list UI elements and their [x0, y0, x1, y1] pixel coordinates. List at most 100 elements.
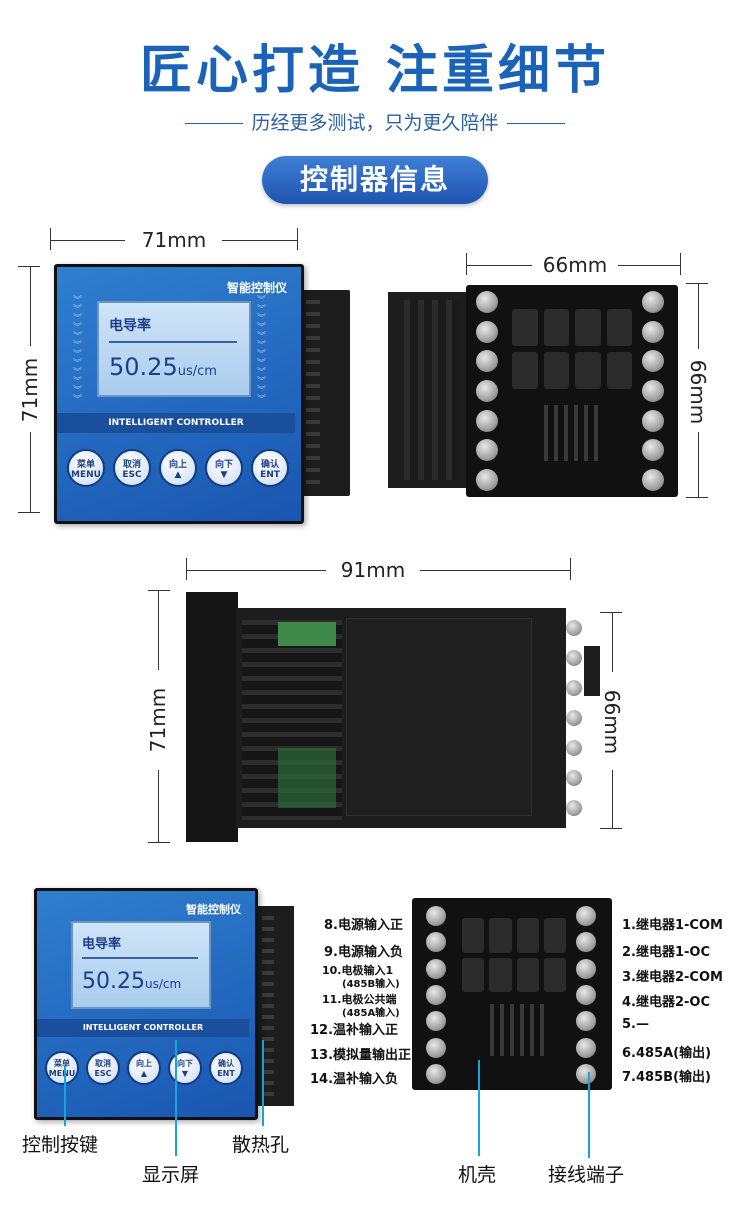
side-length-label: 91mm	[340, 558, 406, 582]
down-button[interactable]: 向下▼	[168, 1051, 202, 1085]
socket	[543, 352, 569, 389]
dim-line	[158, 770, 159, 842]
socket	[489, 918, 512, 953]
vent-slots	[262, 916, 274, 1096]
down-button[interactable]: 向下▼	[205, 449, 243, 487]
terminal-screw	[576, 906, 596, 926]
leader-line	[478, 1060, 480, 1156]
button-label: 向上	[168, 460, 187, 470]
callout-control-keys: 控制按键	[22, 1134, 99, 1156]
dim-tick	[686, 283, 708, 284]
brand-label: 智能控制仪	[186, 903, 241, 916]
label-recess	[346, 618, 532, 816]
chevron-decor-icon: ︾︾︾︾︾︾︾︾︾︾︾︾	[257, 296, 267, 405]
dim-line	[186, 570, 326, 571]
terminal-label-2: 2.继电器1-OC	[622, 945, 711, 960]
rear-panel	[466, 285, 678, 497]
dim-line	[30, 432, 31, 512]
leader-line	[588, 1072, 590, 1158]
terminal-screw	[566, 650, 582, 666]
terminal-screw	[476, 291, 498, 313]
terminal-label-3: 3.继电器2-COM	[622, 970, 723, 985]
terminal-screw	[576, 932, 596, 953]
socket	[543, 918, 566, 953]
terminal-label-11-sub: (485A输入)	[342, 1008, 400, 1019]
terminal-screw	[642, 468, 664, 491]
socket	[606, 309, 632, 346]
terminal-label-8: 8.电源输入正	[324, 918, 403, 933]
dim-tick	[18, 266, 40, 267]
callout-display: 显示屏	[142, 1164, 200, 1186]
callout-vents: 散热孔	[232, 1134, 290, 1156]
lcd-title: 电导率	[109, 318, 151, 334]
button-label: 菜单	[54, 1059, 70, 1068]
dim-tick	[148, 842, 170, 843]
terminal-screw	[476, 409, 498, 432]
leader-line	[64, 1066, 66, 1126]
divider	[185, 123, 244, 124]
button-sublabel: ENT	[260, 470, 280, 480]
button-label: 向下	[177, 1059, 193, 1068]
socket	[516, 957, 539, 992]
divider	[506, 123, 565, 124]
dim-tick	[570, 558, 571, 580]
hero-subtitle: 历经更多测试，只为更久陪伴	[0, 108, 750, 135]
side-terminals	[566, 620, 586, 816]
button-label: 向下	[214, 460, 233, 470]
socket	[462, 918, 485, 953]
vent-grille	[544, 405, 604, 461]
bezel-edge	[186, 592, 238, 842]
terminal-strip-left	[426, 906, 450, 1084]
terminal-screw	[476, 379, 498, 402]
front-panel: 智能控制仪 电导率 50.25us/cm INTELLIGENT CONTROL…	[34, 888, 258, 1120]
up-button[interactable]: 向上▲	[159, 449, 197, 487]
terminal-screw	[426, 1063, 446, 1084]
dim-line	[466, 265, 532, 266]
terminal-label-12: 12.温补输入正	[310, 1023, 399, 1038]
dim-line	[420, 570, 570, 571]
lcd-rule	[82, 957, 198, 959]
chevron-decor-icon: ︾︾︾︾︾︾︾︾︾︾︾︾	[73, 296, 83, 405]
terminal-screw	[642, 379, 664, 402]
terminal-screw	[576, 958, 596, 979]
housing-depth	[254, 906, 294, 1106]
terminal-strip-left	[476, 291, 502, 491]
terminal-label-10: 10.电极输入1	[322, 964, 394, 977]
up-button[interactable]: 向上▲	[127, 1051, 161, 1085]
dim-line	[612, 770, 613, 828]
circuit-board	[278, 622, 336, 646]
button-sublabel: MENU	[48, 1069, 76, 1078]
lcd-value: 50.25	[82, 969, 145, 994]
hero-title: 匠心打造 注重细节	[139, 41, 611, 101]
terminal-label-13: 13.模拟量输出正	[310, 1048, 412, 1063]
lcd-unit: us/cm	[177, 364, 217, 379]
socket	[543, 957, 566, 992]
dim-tick	[148, 590, 170, 591]
terminal-screw	[576, 1011, 596, 1032]
terminal-screw	[476, 320, 498, 343]
footer-band: INTELLIGENT CONTROLLER	[37, 1019, 249, 1037]
button-label: 确认	[218, 1059, 234, 1068]
terminal-screw	[566, 710, 582, 726]
button-label: 菜单	[76, 460, 95, 470]
side-height-left-label: 71mm	[146, 687, 170, 753]
up-arrow-icon: ▲	[140, 1069, 148, 1078]
lcd-unit: us/cm	[144, 977, 182, 991]
dim-line	[618, 265, 680, 266]
socket	[512, 309, 538, 346]
button-label: 取消	[122, 460, 141, 470]
dim-tick	[680, 253, 681, 275]
button-sublabel: ENT	[217, 1069, 235, 1078]
terminal-label-4: 4.继电器2-OC	[622, 995, 711, 1010]
circuit-board	[278, 748, 336, 808]
up-arrow-icon: ▲	[174, 470, 182, 480]
terminal-label-14: 14.温补输入负	[310, 1072, 399, 1087]
terminal-label-10-sub: (485B输入)	[342, 979, 400, 990]
lcd-title: 电导率	[82, 937, 122, 952]
